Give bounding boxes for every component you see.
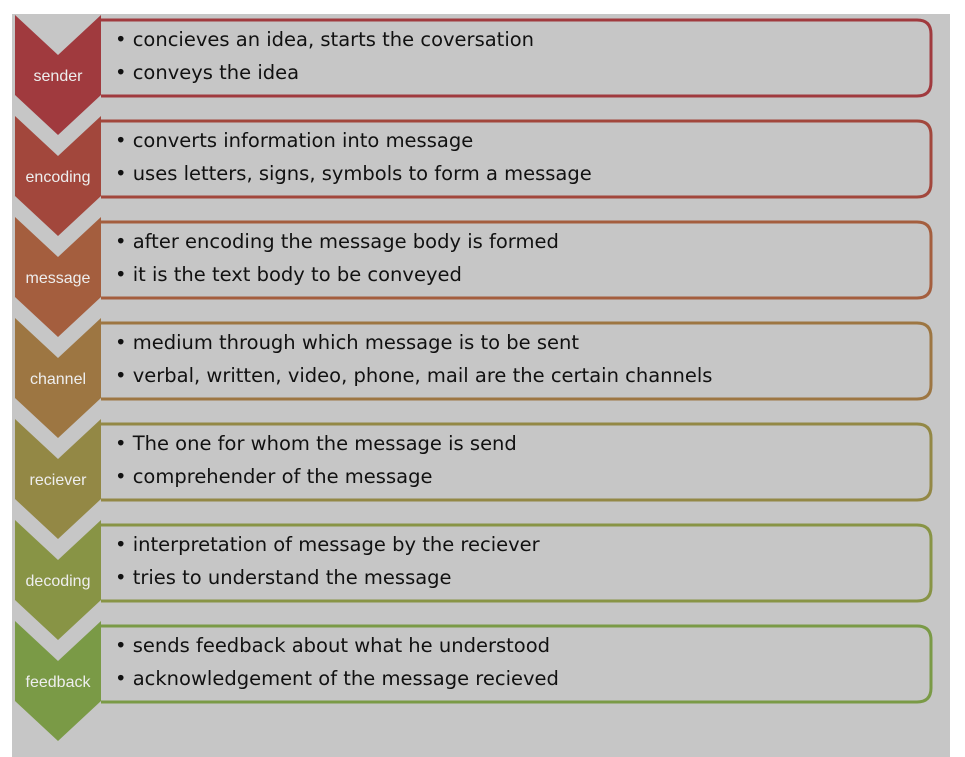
step-sender: sender • concieves an idea, starts the co… [15,15,933,135]
step-box [101,220,933,300]
step-decoding: decoding • interpretation of message by t… [15,520,933,640]
bullet-item: • The one for whom the message is send [115,432,517,455]
step-label: message [26,270,91,287]
step-feedback: feedback • sends feedback about what he u… [15,621,933,741]
chevron-arrow [15,318,101,438]
step-label: channel [30,371,86,388]
step-label: feedback [26,674,92,691]
step-reciever: reciever • The one for whom the message i… [15,419,933,539]
bullet-item: • interpretation of message by the recie… [115,533,541,556]
chevron-arrow [15,520,101,640]
step-box [101,422,933,502]
bullet-item: • after encoding the message body is for… [115,230,559,253]
step-label: sender [34,68,84,85]
step-label: encoding [26,169,91,186]
bullet-item: • comprehender of the message [115,465,432,488]
bullet-item: • medium through which message is to be … [115,331,579,354]
chevron-arrow [15,116,101,236]
step-message: message • after encoding the message body… [15,217,933,337]
bullet-item: • concieves an idea, starts the coversat… [115,28,534,51]
step-box [101,523,933,603]
bullet-item: • conveys the idea [115,61,299,84]
bullet-item: • acknowledgement of the message recieve… [115,667,559,690]
bullet-item: • verbal, written, video, phone, mail ar… [115,364,712,387]
bullet-item: • sends feedback about what he understoo… [115,634,550,657]
step-encoding: encoding • converts information into mess… [15,116,933,236]
bullet-item: • converts information into message [115,129,473,152]
bullet-item: • tries to understand the message [115,566,452,589]
step-box [101,624,933,704]
chevron-arrow [15,621,101,741]
bullet-item: • it is the text body to be conveyed [115,263,462,286]
step-channel: channel • medium through which message is… [15,318,933,438]
chevron-arrow [15,15,101,135]
bullet-item: • uses letters, signs, symbols to form a… [115,162,592,185]
step-box [101,119,933,199]
step-label: reciever [30,472,88,489]
step-box [101,321,933,401]
step-box [101,18,933,98]
step-label: decoding [26,573,91,590]
chevron-arrow [15,217,101,337]
chevron-arrow [15,419,101,539]
